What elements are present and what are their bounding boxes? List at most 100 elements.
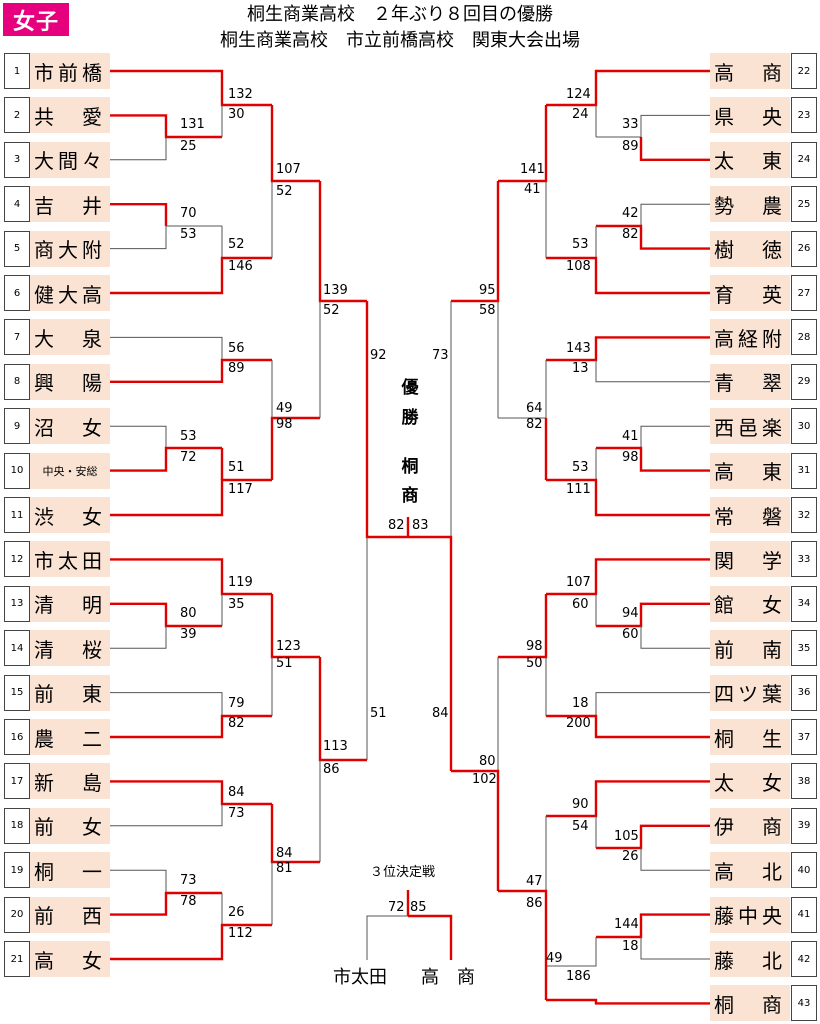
winner-path-line	[546, 998, 710, 1005]
seed-number: 20	[4, 896, 30, 933]
score-label: 47	[526, 874, 543, 889]
score-label: 82	[228, 716, 245, 731]
team-name: 吉 井	[30, 186, 110, 223]
score-label: 95	[479, 283, 496, 298]
bracket-line	[595, 692, 710, 716]
team-name: 育 英	[710, 275, 790, 311]
seed-number: 18	[4, 807, 30, 844]
winner-path-line	[596, 446, 710, 472]
score-label: 53	[572, 237, 589, 252]
third-place-title: ３位決定戦	[370, 865, 436, 880]
winner-path-line	[110, 69, 272, 107]
winner-path-line	[546, 478, 710, 517]
score-label: 18	[622, 939, 639, 954]
seed-number: 26	[791, 230, 817, 267]
team-name: 青 翠	[710, 363, 790, 400]
score-label: 30	[228, 107, 245, 122]
score-label: 84	[432, 706, 449, 721]
seed-number: 38	[791, 763, 817, 800]
winner-path-line	[596, 602, 710, 628]
team-name: 樹 徳	[710, 230, 790, 267]
score-label: 82	[388, 518, 405, 533]
score-label: 58	[479, 303, 496, 318]
seed-number: 27	[791, 275, 817, 311]
bracket-line	[110, 692, 223, 716]
seed-number: 10	[4, 452, 30, 489]
winner-path-line	[498, 889, 548, 966]
champion-label-1: 優	[401, 378, 419, 398]
team-name: 常 磐	[710, 497, 790, 533]
bracket-line	[110, 425, 167, 448]
score-label: 13	[572, 361, 589, 376]
score-label: 52	[276, 184, 293, 199]
team-name: 沼 女	[30, 408, 110, 445]
team-name: 市前橋	[30, 53, 110, 89]
score-label: 60	[622, 627, 639, 642]
score-label: 94	[622, 606, 639, 621]
score-label: 49	[546, 951, 563, 966]
score-label: 51	[370, 706, 387, 721]
winner-path-line	[110, 202, 168, 226]
score-label: 52	[228, 237, 245, 252]
team-name: 桐 商	[710, 985, 790, 1022]
seed-number: 19	[4, 852, 30, 889]
bracket-line	[640, 425, 710, 448]
winner-path-line	[110, 780, 272, 806]
team-name: 市太田	[30, 541, 110, 578]
seed-number: 4	[4, 186, 30, 223]
score-label: 132	[228, 87, 253, 102]
score-label: 89	[622, 139, 639, 154]
team-name: 新 島	[30, 763, 110, 800]
score-label: 54	[572, 819, 589, 834]
score-label: 24	[572, 107, 589, 122]
team-name: 高 東	[710, 452, 790, 489]
bracket-line	[640, 626, 710, 649]
score-label: 51	[276, 656, 293, 671]
score-label: 124	[566, 87, 591, 102]
score-label: 111	[566, 482, 591, 497]
score-label: 41	[524, 182, 541, 197]
score-label: 60	[572, 597, 589, 612]
bracket-line	[110, 336, 223, 360]
seed-number: 8	[4, 363, 30, 400]
team-name: 高 北	[710, 852, 790, 889]
score-label: 18	[572, 696, 589, 711]
score-label: 139	[323, 283, 348, 298]
score-label: 90	[572, 797, 589, 812]
score-label: 73	[432, 348, 449, 363]
seed-number: 24	[791, 141, 817, 178]
score-label: 141	[520, 162, 545, 177]
team-name: 共 愛	[30, 97, 110, 134]
team-name: 桐 一	[30, 852, 110, 889]
team-name: 前 女	[30, 807, 110, 844]
champion-team-2: 商	[401, 486, 419, 506]
score-label: 35	[228, 597, 245, 612]
bracket-line	[366, 915, 408, 960]
seed-number: 1	[4, 53, 30, 89]
score-label: 102	[472, 772, 497, 787]
seed-number: 34	[791, 585, 817, 622]
seed-number: 17	[4, 763, 30, 800]
score-label: 146	[228, 259, 253, 274]
score-label: 70	[180, 206, 197, 221]
team-name: 清 桜	[30, 630, 110, 667]
champion-label-2: 勝	[401, 408, 419, 428]
winner-path-line	[110, 602, 222, 628]
team-name: 清 明	[30, 585, 110, 622]
score-label: 85	[410, 900, 427, 915]
score-label: 82	[526, 417, 543, 432]
seed-number: 2	[4, 97, 30, 134]
seed-number: 33	[791, 541, 817, 578]
score-label: 26	[228, 905, 245, 920]
bracket-line	[110, 626, 167, 649]
seed-number: 6	[4, 275, 30, 311]
team-name: 太 女	[710, 763, 790, 800]
team-name: 健大高	[30, 275, 110, 311]
seed-number: 23	[791, 97, 817, 134]
team-name: 農 二	[30, 719, 110, 755]
team-name: 勢 農	[710, 186, 790, 223]
team-name: 県 央	[710, 97, 790, 134]
seed-number: 36	[791, 674, 817, 711]
winner-path-line	[110, 358, 272, 383]
